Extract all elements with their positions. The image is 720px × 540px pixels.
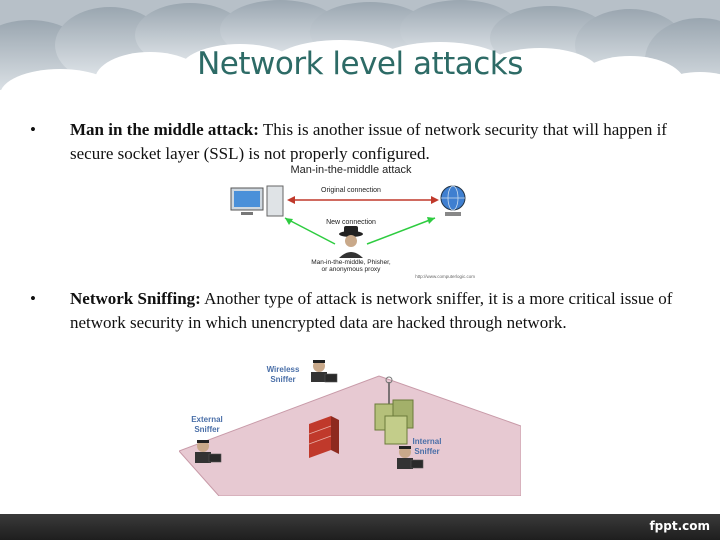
internal-label-2: Sniffer — [414, 447, 439, 456]
external-sniffer-person-icon — [195, 440, 222, 463]
wireless-label-2: Sniffer — [270, 375, 295, 384]
mitm-original-label: Original connection — [321, 187, 381, 194]
bullet-mitm: Man in the middle attack: This is anothe… — [70, 118, 690, 166]
computer-icon — [230, 185, 284, 217]
bullet-mitm-text: This is another issue of network securit… — [70, 120, 667, 163]
bullet-symbol: • — [30, 289, 36, 308]
attacker-icon — [339, 226, 363, 258]
mitm-new-label: New connection — [326, 219, 376, 226]
network-floor — [179, 375, 521, 496]
server-icon — [374, 399, 414, 445]
bullet-symbol: • — [30, 120, 36, 139]
bullet-mitm-heading: Man in the middle attack: — [70, 120, 259, 139]
mitm-attacker-label-2: or anonymous proxy — [322, 266, 382, 273]
wireless-label-1: Wireless — [267, 365, 300, 374]
slide-title: Network level attacks — [197, 46, 523, 82]
external-label-2: Sniffer — [194, 425, 219, 434]
antenna-icon — [385, 376, 393, 404]
internal-label-1: Internal — [413, 437, 442, 446]
cloud-header-decoration — [0, 0, 720, 120]
new-connection-left — [284, 217, 336, 245]
mitm-diagram: Man-in-the-middle attack Original connec… — [223, 162, 479, 280]
new-connection-right — [366, 217, 436, 245]
footer-brand: fppt.com — [649, 519, 710, 533]
server-globe-icon — [440, 185, 466, 216]
firewall-icon — [308, 416, 339, 458]
bullet-sniffing-heading: Network Sniffing: — [70, 289, 201, 308]
bullet-sniffing: Network Sniffing: Another type of attack… — [70, 287, 690, 335]
mitm-attacker-label-1: Man-in-the-middle, Phisher, — [311, 259, 391, 266]
sniffing-diagram: Wireless Sniffer External Sniffer Intern… — [179, 356, 521, 496]
wireless-sniffer-person-icon — [311, 360, 338, 383]
footer-bar: fppt.com — [0, 514, 720, 540]
external-label-1: External — [191, 415, 223, 424]
mitm-diagram-title: Man-in-the-middle attack — [290, 164, 412, 176]
bullet-sniffing-text: Another type of attack is network sniffe… — [70, 289, 673, 332]
mitm-source-url: http://www.computerlogic.com — [415, 274, 475, 279]
internal-sniffer-person-icon — [397, 446, 424, 469]
